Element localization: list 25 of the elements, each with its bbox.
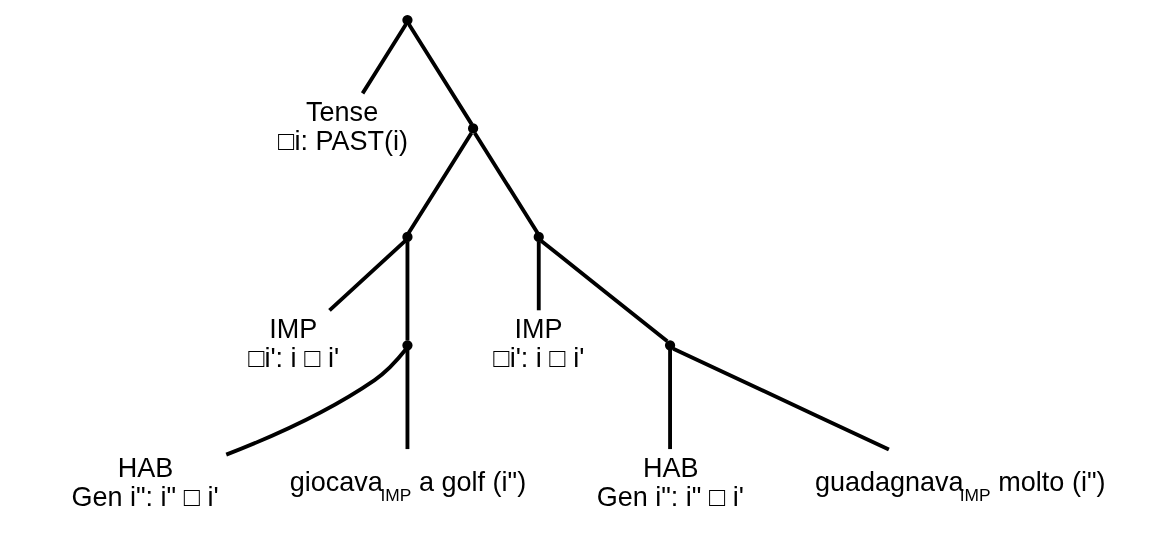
node-point xyxy=(533,231,544,243)
node-text: guadagnava$_{IMP}$ molto (i") xyxy=(814,466,1106,505)
node-point xyxy=(402,231,413,243)
node-point xyxy=(664,340,676,351)
connector xyxy=(473,131,540,234)
node-point xyxy=(402,14,413,26)
node-point xyxy=(402,340,413,351)
node-text: Tense □i: PAST(i) xyxy=(278,97,408,157)
connector xyxy=(407,23,474,126)
node-text: IMP □i': i □ i' xyxy=(493,314,585,373)
connector xyxy=(672,347,890,452)
connector xyxy=(360,23,408,95)
node-text: IMP □i': i □ i' xyxy=(248,314,340,373)
connector xyxy=(328,239,407,312)
connector xyxy=(405,349,410,450)
connector xyxy=(225,348,408,457)
node-point xyxy=(467,123,479,134)
connector xyxy=(668,349,672,450)
connector xyxy=(536,241,541,311)
node-text: giocava$_{IMP}$ a golf (i") xyxy=(289,466,527,505)
connector xyxy=(539,239,669,343)
node-text: HAB Gen i": i" □ i' xyxy=(596,453,744,513)
connector xyxy=(407,131,474,234)
connector xyxy=(405,241,410,341)
node-text: HAB Gen i": i" □ i' xyxy=(71,453,219,513)
